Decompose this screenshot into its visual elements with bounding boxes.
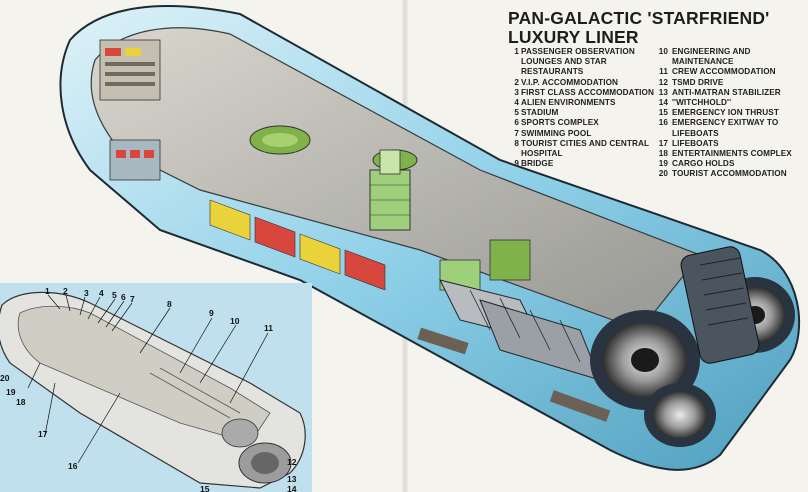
callout-18: 18 bbox=[16, 397, 26, 407]
page-title: PAN-GALACTIC 'STARFRIEND' LUXURY LINER bbox=[508, 9, 804, 47]
callout-10: 10 bbox=[230, 316, 240, 326]
callout-12: 12 bbox=[287, 457, 297, 467]
key-diagram-ship bbox=[0, 291, 306, 489]
callout-9: 9 bbox=[209, 308, 214, 318]
title-line-1: PAN-GALACTIC 'STARFRIEND' bbox=[508, 8, 770, 28]
callout-20: 20 bbox=[0, 373, 10, 383]
callout-11: 11 bbox=[264, 323, 273, 333]
callout-8: 8 bbox=[167, 299, 172, 309]
callout-15: 15 bbox=[200, 484, 210, 492]
callout-13: 13 bbox=[287, 474, 297, 484]
callout-6: 6 bbox=[121, 292, 126, 302]
bow-observation-lounges bbox=[99, 39, 161, 181]
accommodation-decks bbox=[209, 199, 386, 291]
key-diagram: 1 2 3 4 5 6 7 8 9 10 11 12 13 14 15 16 1… bbox=[0, 283, 312, 492]
callout-2: 2 bbox=[63, 286, 68, 296]
callout-19: 19 bbox=[6, 387, 16, 397]
callout-14: 14 bbox=[287, 484, 297, 492]
lifeboat-pods bbox=[417, 327, 611, 422]
callout-5: 5 bbox=[112, 290, 117, 300]
callout-7: 7 bbox=[130, 294, 135, 304]
central-tower bbox=[369, 149, 411, 231]
title-line-2: LUXURY LINER bbox=[508, 27, 639, 47]
legend-item: 14''WITCHHOLD'' bbox=[658, 98, 732, 108]
callout-1: 1 bbox=[45, 286, 50, 296]
callout-4: 4 bbox=[99, 288, 104, 298]
callout-16: 16 bbox=[68, 461, 78, 471]
stern-engines bbox=[590, 246, 795, 447]
key-leader-lines bbox=[27, 294, 269, 464]
callout-3: 3 bbox=[84, 288, 89, 298]
key-callout-numbers: 1 2 3 4 5 6 7 8 9 10 11 12 13 14 15 16 1… bbox=[0, 286, 297, 492]
callout-17: 17 bbox=[38, 429, 48, 439]
